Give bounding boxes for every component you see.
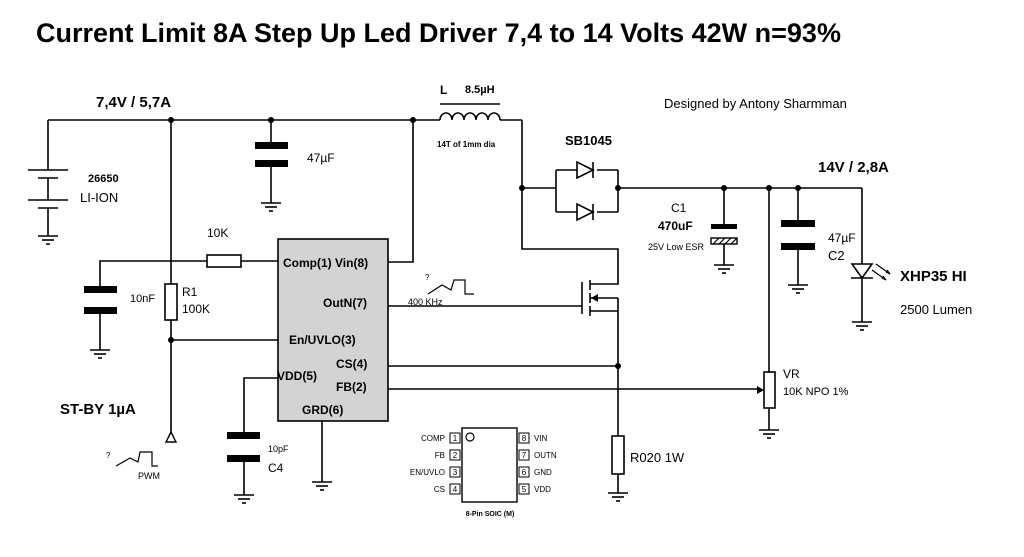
output-capacitor-c1 <box>710 188 738 274</box>
pin-name-4: CS <box>434 485 445 494</box>
rcomp-value: 10K <box>207 226 228 240</box>
inductor-note: 14T of 1mm dia <box>437 140 496 149</box>
ic-pin-grd: GRD(6) <box>302 403 343 417</box>
pwm-label: PWM <box>138 471 160 481</box>
ic-ground <box>312 421 332 491</box>
ic-pin-cs: CS(4) <box>336 357 367 371</box>
ic-pin-comp-vin: Comp(1) Vin(8) <box>283 256 368 270</box>
pin-num-4: 4 <box>453 485 458 494</box>
c1-note: 25V Low ESR <box>648 242 705 252</box>
inductor-value: 8.5µH <box>465 84 495 96</box>
led-lumen: 2500 Lumen <box>900 302 972 317</box>
output-rail <box>618 185 862 191</box>
pin-num-7: 7 <box>522 451 527 460</box>
pin-name-2: FB <box>435 451 445 460</box>
input-rail-label: 7,4V / 5,7A <box>96 94 171 111</box>
pin-name-1: COMP <box>421 434 445 443</box>
c1-value: 470uF <box>658 219 693 233</box>
comp-network <box>84 254 278 359</box>
ccomp-value: 10nF <box>130 293 155 305</box>
battery-chem: LI-ION <box>80 190 118 205</box>
sense-resistor <box>388 363 628 502</box>
vr-value: 10K NPO 1% <box>783 386 849 398</box>
led-part: XHP35 HI <box>900 268 967 285</box>
pin-num-8: 8 <box>522 434 527 443</box>
pin-num-5: 5 <box>522 485 527 494</box>
pwm-signal-icon <box>115 451 158 467</box>
pin-name-5: VDD <box>534 485 551 494</box>
switch-node <box>519 185 619 282</box>
pin-name-3: EN/UVLO <box>410 468 445 477</box>
diode-part: SB1045 <box>565 133 612 148</box>
output-rail-label: 14V / 2,8A <box>818 159 889 176</box>
schottky-diode <box>555 160 621 222</box>
inductor-ref: L <box>440 83 447 97</box>
vr-ref: VR <box>783 367 800 381</box>
ic-pin-vdd: VDD(5) <box>277 369 317 383</box>
c2-ref: C2 <box>828 248 845 263</box>
pin-num-1: 1 <box>453 434 458 443</box>
r1-resistor <box>164 120 278 443</box>
battery-symbol <box>28 120 68 245</box>
gate-question: ? <box>425 273 430 282</box>
pin-num-6: 6 <box>522 468 527 477</box>
inductor-symbol <box>439 103 523 188</box>
c2-value: 47µF <box>828 231 856 245</box>
feedback-potentiometer <box>757 188 779 439</box>
pwm-question: ? <box>106 451 111 460</box>
rsense-label: R020 1W <box>630 450 685 465</box>
ic-pin-outn: OutN(7) <box>323 296 367 310</box>
soic-pinout <box>449 427 530 503</box>
input-capacitor <box>255 120 288 212</box>
standby-label: ST-BY 1µA <box>60 401 136 418</box>
c1-ref: C1 <box>671 201 687 215</box>
input-rail <box>48 117 440 123</box>
pin-num-3: 3 <box>453 468 458 477</box>
c4-value: 10pF <box>268 444 289 454</box>
pinout-caption: 8-Pin SOIC (M) <box>466 511 515 518</box>
r1-value: 100K <box>182 302 210 316</box>
pin-name-6: GND <box>534 468 552 477</box>
page-title: Current Limit 8A Step Up Led Driver 7,4 … <box>36 18 841 48</box>
gate-frequency: 400 KHz <box>408 297 443 307</box>
pin-name-7: OUTN <box>534 451 557 460</box>
pin-name-8: VIN <box>534 434 548 443</box>
c4-ref: C4 <box>268 461 284 475</box>
r1-ref: R1 <box>182 285 198 299</box>
battery-type: 26650 <box>88 173 119 185</box>
pin-num-2: 2 <box>453 451 458 460</box>
designer-credit: Designed by Antony Sharmman <box>664 96 847 111</box>
ic-pin-fb: FB(2) <box>336 380 367 394</box>
mosfet-symbol <box>581 280 619 366</box>
controller-ic <box>277 238 389 422</box>
output-capacitor-c2 <box>781 188 815 294</box>
ic-pin-en: En/UVLO(3) <box>289 333 356 347</box>
led-symbol <box>850 188 891 331</box>
input-cap-value: 47µF <box>307 151 335 165</box>
gate-drive <box>388 279 582 307</box>
c4-capacitor <box>227 377 278 504</box>
vin-wire <box>388 120 414 263</box>
